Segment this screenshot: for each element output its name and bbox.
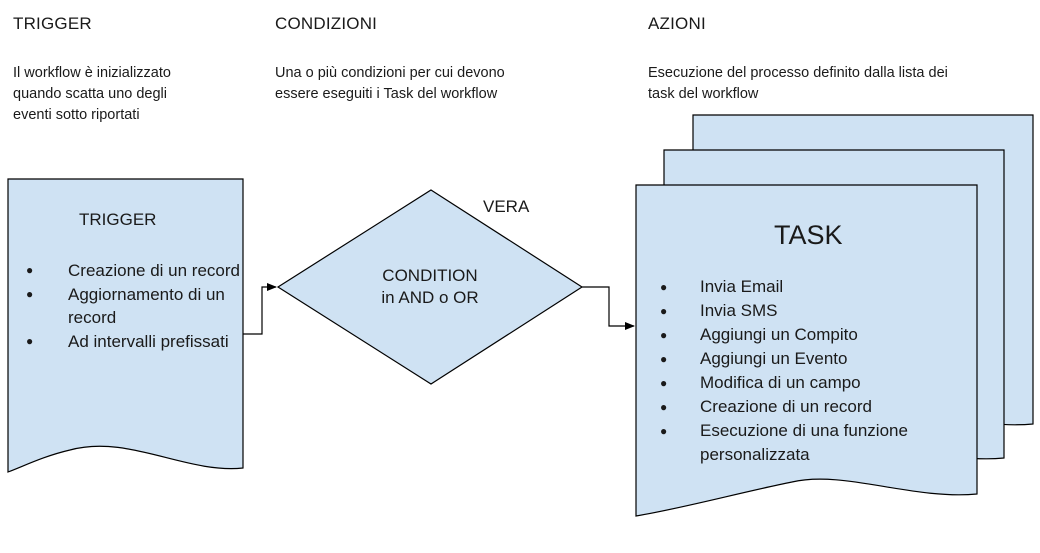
- conditions-description-line: essere eseguiti i Task del workflow: [275, 86, 498, 102]
- trigger-column-title: TRIGGER: [13, 14, 92, 33]
- task-action-item: Modifica di un campo: [660, 371, 970, 395]
- condition-label: CONDITION in AND o OR: [350, 265, 510, 309]
- task-action-item: Invia Email: [660, 275, 970, 299]
- condition-label-line2: in AND o OR: [381, 288, 479, 307]
- actions-description-line: task del workflow: [648, 86, 759, 102]
- task-action-item: Invia SMS: [660, 299, 970, 323]
- actions-description-line: Esecuzione del processo definito dalla l…: [648, 65, 948, 81]
- task-action-item: Aggiungi un Evento: [660, 347, 970, 371]
- trigger-box-title: TRIGGER: [79, 210, 157, 229]
- actions-column-title: AZIONI: [648, 14, 706, 33]
- trigger-to-condition-connector: [243, 283, 277, 335]
- conditions-column-title: CONDIZIONI: [275, 14, 378, 33]
- trigger-event-list: Creazione di un record Aggiornamento di …: [26, 259, 248, 354]
- task-action-item: Aggiungi un Compito: [660, 323, 970, 347]
- trigger-event-item: Aggiornamento di un record: [26, 283, 248, 329]
- trigger-event-item: Ad intervalli prefissati: [26, 330, 248, 353]
- trigger-description-line: quando scatta uno degli: [13, 86, 167, 102]
- task-action-item: Creazione di un record: [660, 395, 970, 419]
- condition-diamond: [276, 189, 584, 385]
- trigger-column-description: Il workflow è inizializzato quando scatt…: [13, 63, 171, 126]
- trigger-description-line: eventi sotto riportati: [13, 107, 140, 123]
- conditions-description-line: Una o più condizioni per cui devono: [275, 65, 505, 81]
- conditions-column-description: Una o più condizioni per cui devono esse…: [275, 63, 505, 105]
- actions-column-description: Esecuzione del processo definito dalla l…: [648, 63, 948, 105]
- task-action-item: Esecuzione di una funzione personalizzat…: [660, 419, 970, 467]
- true-branch-label: VERA: [483, 197, 530, 216]
- condition-to-task-connector: [582, 286, 635, 330]
- condition-label-line1: CONDITION: [382, 266, 478, 285]
- task-box-title: TASK: [774, 220, 843, 250]
- task-action-list: Invia Email Invia SMS Aggiungi un Compit…: [660, 275, 970, 467]
- trigger-description-line: Il workflow è inizializzato: [13, 65, 171, 81]
- trigger-event-item: Creazione di un record: [26, 259, 248, 282]
